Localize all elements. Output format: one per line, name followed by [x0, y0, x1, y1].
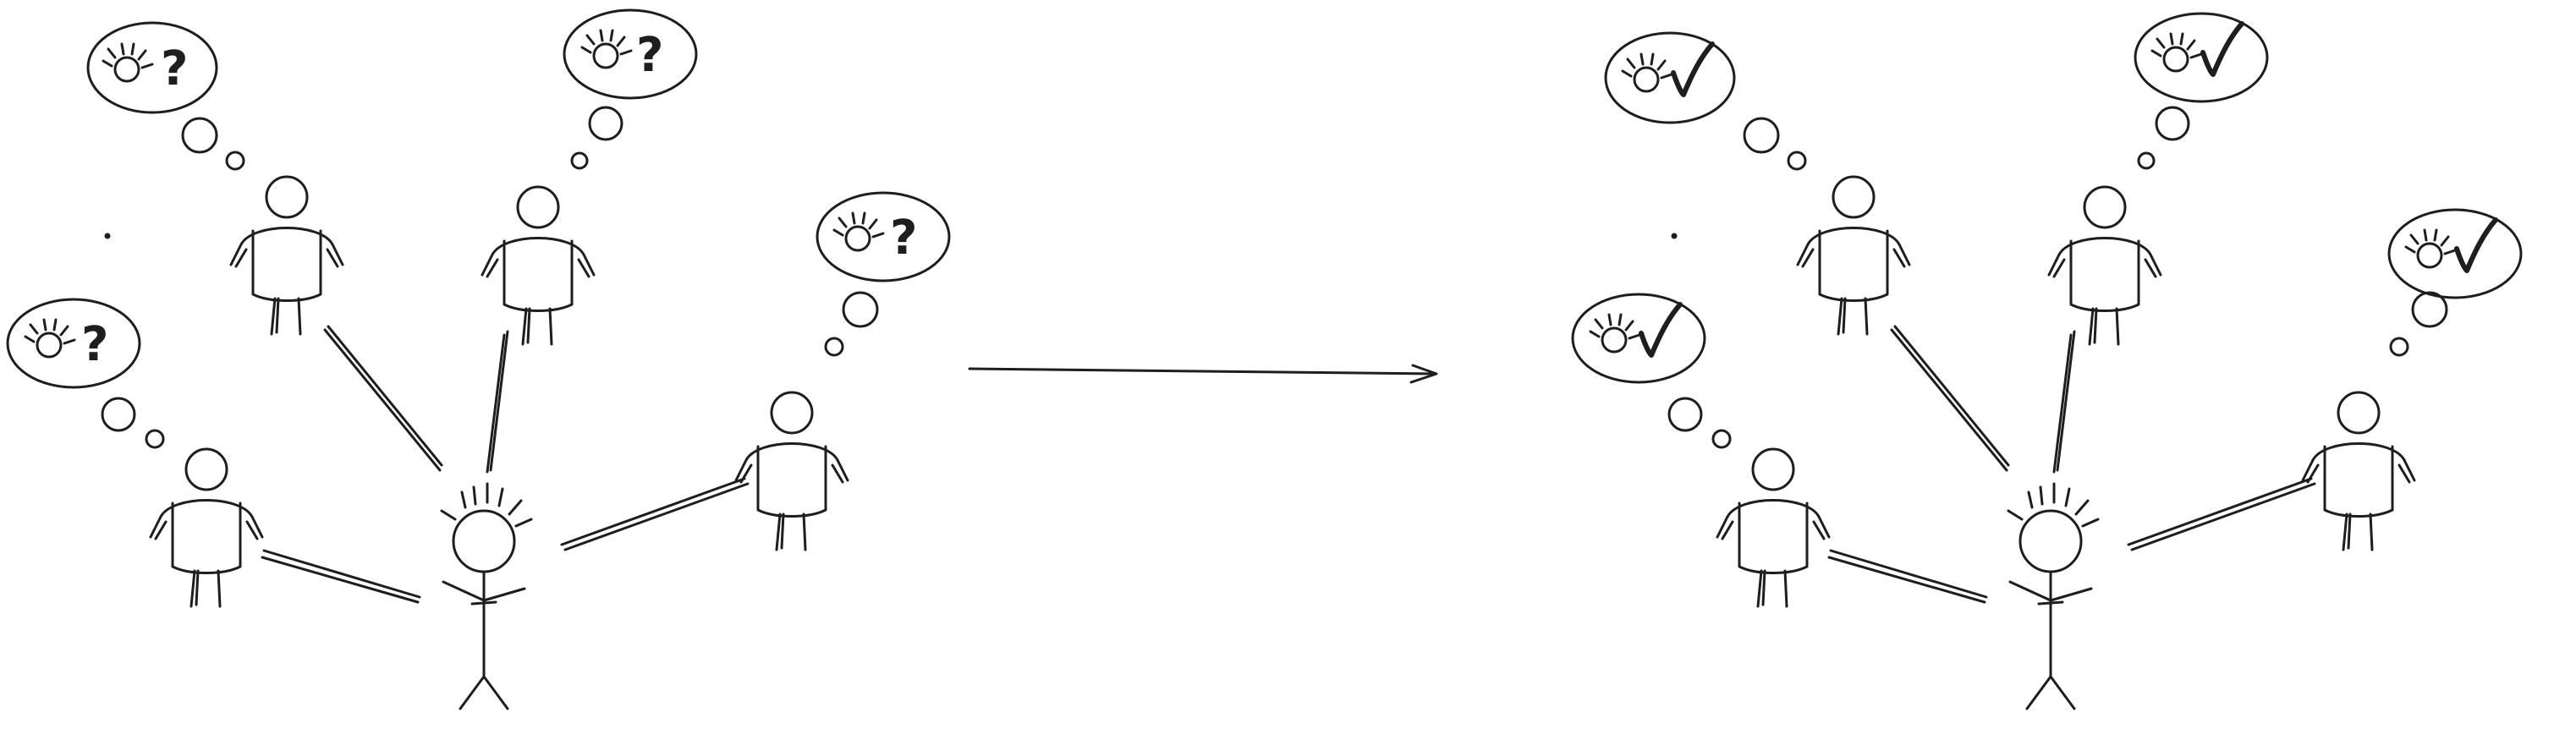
eye-icon	[832, 211, 885, 252]
after-panel	[1571, 12, 2523, 710]
question-mark-icon: ?	[890, 211, 917, 266]
check-mark-icon	[2203, 24, 2242, 74]
eye-icon	[1589, 313, 1641, 354]
eye-icon	[102, 42, 154, 83]
observer-stick-figure-icon	[440, 482, 533, 710]
person-right-icon	[2301, 391, 2416, 551]
thought-bubble-icon	[1571, 293, 1732, 449]
person-top-left-icon	[1796, 175, 1911, 336]
person-top-center-icon	[2047, 185, 2162, 346]
thought-bubble-icon: ?	[86, 21, 245, 171]
check-mark-icon	[2457, 220, 2496, 271]
thought-bubble-icon: ?	[563, 8, 698, 170]
stray-dot	[104, 233, 111, 239]
observer-stick-figure-icon	[2007, 482, 2100, 710]
before-panel: ? ? ? ?	[6, 8, 951, 710]
arrow-icon	[968, 364, 1438, 384]
person-bottom-left-icon	[1716, 447, 1831, 608]
thought-bubble-icon	[2134, 12, 2269, 170]
question-mark-icon: ?	[81, 317, 108, 372]
question-mark-icon: ?	[161, 41, 188, 96]
stray-dot	[1671, 233, 1678, 239]
question-mark-icon: ?	[636, 28, 663, 83]
eye-icon	[2150, 32, 2203, 73]
sight-lines	[261, 325, 750, 604]
check-mark-icon	[1641, 304, 1680, 355]
eye-icon	[580, 29, 633, 69]
person-bottom-left-icon	[149, 447, 264, 608]
eye-icon	[24, 318, 76, 359]
person-right-icon	[734, 391, 849, 551]
person-top-left-icon	[229, 175, 344, 336]
thought-bubble-icon	[1604, 31, 1807, 171]
thought-bubble-icon	[2387, 208, 2523, 357]
sight-lines	[1827, 325, 2316, 604]
thought-bubble-icon: ?	[816, 191, 951, 357]
check-mark-icon	[1673, 44, 1712, 95]
eye-icon	[2404, 228, 2457, 269]
person-top-center-icon	[481, 185, 596, 346]
thought-bubble-icon: ?	[6, 298, 165, 449]
eye-icon	[1621, 52, 1673, 93]
